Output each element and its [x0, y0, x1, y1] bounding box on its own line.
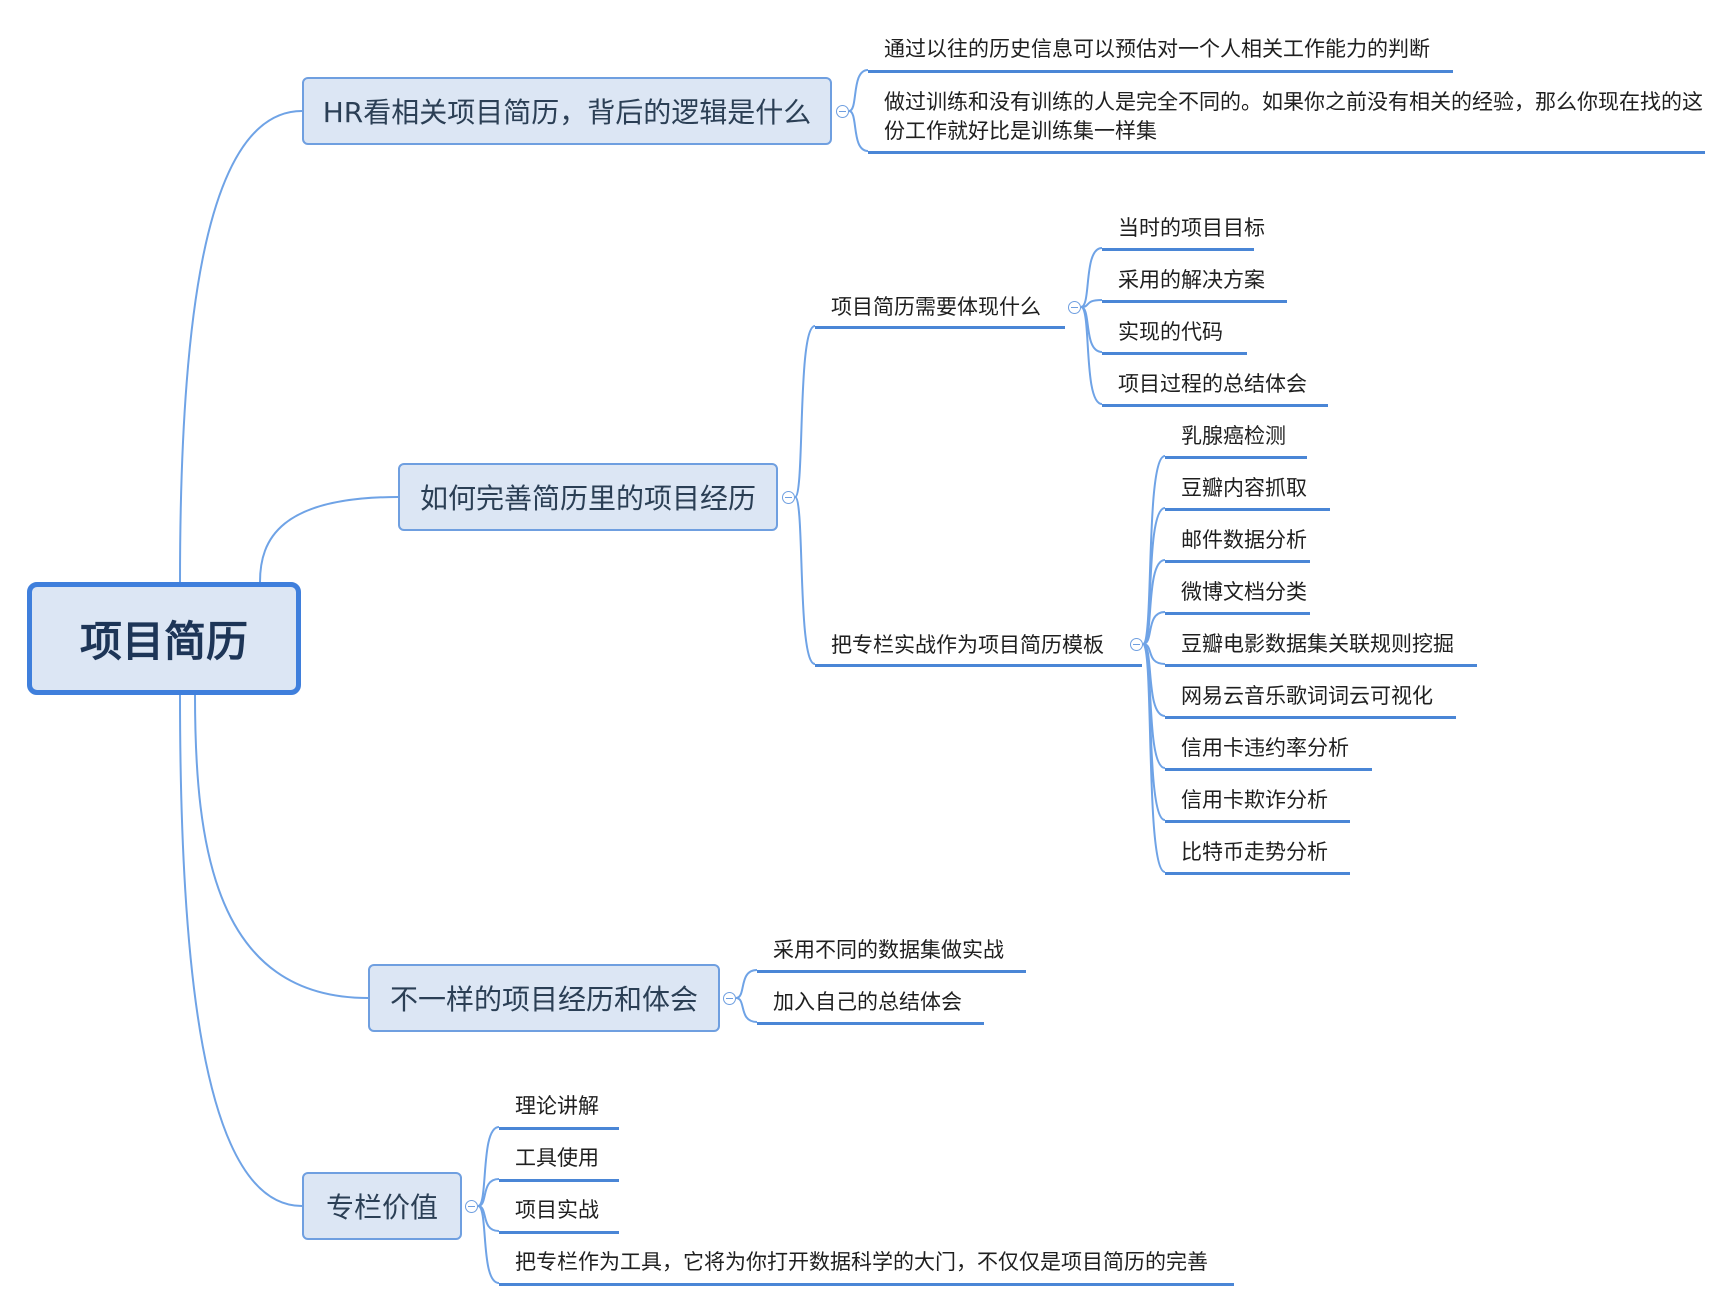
leaf-link [794, 496, 816, 665]
leaf-project: 网易云音乐歌词词云可视化 [1181, 684, 1433, 708]
leaf-solution: 采用的解决方案 [1118, 268, 1265, 292]
collapse-toggle-icon[interactable] [1130, 638, 1143, 651]
leaf-link [1142, 455, 1166, 645]
leaf-underline [1165, 820, 1350, 823]
leaf-project: 邮件数据分析 [1181, 528, 1307, 552]
leaf-underline [1102, 404, 1328, 407]
root-node[interactable]: 项目简历 [27, 582, 301, 695]
sub-underline [815, 664, 1142, 667]
leaf-underline [1165, 768, 1372, 771]
leaf-underline [1165, 664, 1477, 667]
leaf-underline [1165, 508, 1330, 511]
leaf-project: 微博文档分类 [1181, 580, 1307, 604]
collapse-toggle-icon[interactable] [465, 1200, 478, 1213]
leaf-hr-2: 做过训练和没有训练的人是完全不同的。如果你之前没有相关的经验，那么你现在找的这份… [884, 90, 1703, 143]
leaf-link [735, 997, 758, 1023]
leaf-diff-datasets: 采用不同的数据集做实战 [773, 938, 1004, 962]
leaf-underline [1165, 612, 1310, 615]
leaf-underline [1165, 872, 1350, 875]
leaf-project: 乳腺癌检测 [1181, 424, 1286, 448]
leaf-project: 信用卡违约率分析 [1181, 736, 1349, 760]
leaf-underline [499, 1127, 619, 1130]
sub-underline [815, 326, 1065, 329]
leaf-link [848, 110, 869, 152]
root-link [179, 110, 303, 583]
leaf-theory: 理论讲解 [515, 1094, 599, 1118]
leaf-own-summary: 加入自己的总结体会 [773, 990, 962, 1014]
leaf-tools: 工具使用 [515, 1146, 599, 1170]
collapse-toggle-icon[interactable] [836, 105, 849, 118]
leaf-underline [499, 1179, 619, 1182]
leaf-underline [499, 1283, 1234, 1286]
leaf-link [1080, 306, 1103, 405]
leaf-tool-door: 把专栏作为工具，它将为你打开数据科学的大门，不仅仅是项目简历的完善 [515, 1250, 1208, 1274]
leaf-link [477, 1126, 500, 1207]
leaf-underline [1102, 300, 1287, 303]
leaf-goal: 当时的项目目标 [1118, 216, 1265, 240]
leaf-practice: 项目实战 [515, 1198, 599, 1222]
leaf-hr-1: 通过以往的历史信息可以预估对一个人相关工作能力的判断 [884, 37, 1430, 61]
collapse-toggle-icon[interactable] [723, 992, 736, 1005]
sub-resume-what[interactable]: 项目简历需要体现什么 [831, 295, 1041, 319]
leaf-underline [1165, 560, 1310, 563]
leaf-link [794, 325, 816, 498]
leaf-project: 比特币走势分析 [1181, 840, 1328, 864]
leaf-project: 豆瓣电影数据集关联规则挖掘 [1181, 632, 1454, 656]
leaf-project: 信用卡欺诈分析 [1181, 788, 1328, 812]
leaf-link [1142, 643, 1166, 821]
branch-column-value[interactable]: 专栏价值 [302, 1172, 462, 1240]
root-link [259, 496, 399, 583]
leaf-underline [499, 1231, 619, 1234]
leaf-link [1142, 559, 1166, 645]
branch-improve-resume[interactable]: 如何完善简历里的项目经历 [398, 463, 778, 531]
leaf-link [735, 969, 758, 999]
branch-hr-logic[interactable]: HR看相关项目简历，背后的逻辑是什么 [302, 77, 832, 145]
leaf-underline [1102, 352, 1247, 355]
leaf-code: 实现的代码 [1118, 320, 1223, 344]
leaf-link [477, 1178, 500, 1207]
leaf-underline [757, 1022, 984, 1025]
leaf-link [848, 69, 869, 112]
leaf-link [1142, 611, 1166, 645]
collapse-toggle-icon[interactable] [1068, 301, 1081, 314]
leaf-underline [868, 70, 1453, 73]
leaf-underline [1165, 456, 1307, 459]
leaf-link [1142, 643, 1166, 873]
collapse-toggle-icon[interactable] [782, 491, 795, 504]
leaf-link [1080, 247, 1103, 308]
leaf-underline [868, 151, 1705, 154]
sub-column-template[interactable]: 把专栏实战作为项目简历模板 [831, 633, 1104, 657]
root-link [194, 694, 369, 999]
branch-different-experience[interactable]: 不一样的项目经历和体会 [368, 964, 720, 1032]
leaf-underline [1102, 248, 1254, 251]
leaf-underline [757, 970, 1026, 973]
leaf-summary: 项目过程的总结体会 [1118, 372, 1307, 396]
leaf-project: 豆瓣内容抓取 [1181, 476, 1307, 500]
root-link [179, 694, 303, 1207]
leaf-underline [1165, 716, 1456, 719]
leaf-link [477, 1205, 500, 1284]
